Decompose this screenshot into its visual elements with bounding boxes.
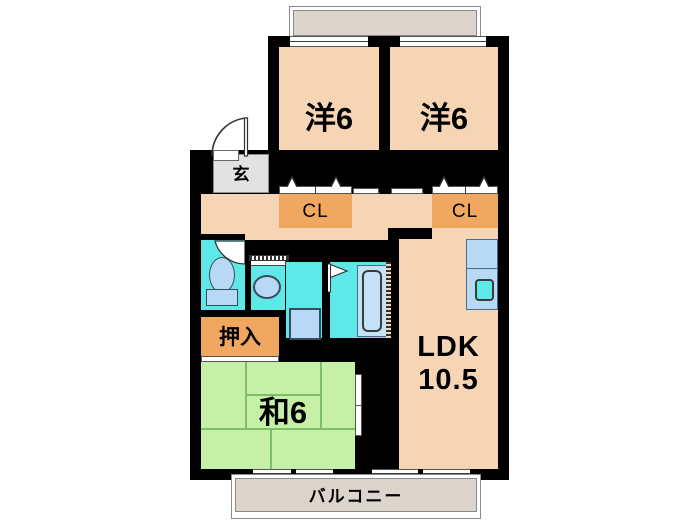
entrance-threshold [213,150,239,161]
wet-zone-wall-mid [279,310,286,356]
toilet-door-icon [214,240,246,265]
washing-machine-icon [289,308,321,340]
window-right-mullion [400,41,486,42]
oshiire-sliding-door [201,356,279,362]
hallway-vertical [201,194,269,240]
bathroom-door-icon [327,263,349,293]
kitchen-backsplash-icon [249,255,289,261]
wet-zone-wall-vertical [322,262,328,356]
japanese-room-label: 和6 [258,394,308,430]
bathtub-inner-icon [362,270,382,332]
closet-left [279,194,352,228]
closet-right-label: CL [451,200,479,222]
closet-right-door-mullion [465,186,466,194]
tatami-seam-2 [245,362,247,429]
closet-right [432,194,498,228]
bedroom-right-door-leaf [391,188,423,194]
bedroom-left-door-leaf [353,188,379,194]
wet-zone-wall-bottom [279,350,392,357]
tatami-seam-3 [245,394,321,396]
entrance-door-icon [211,117,249,157]
balcony [235,478,477,512]
balcony-label: バルコニー [308,486,404,506]
tatami-seam-5 [270,428,272,469]
genkan-label: 玄 [232,164,250,184]
window-left-mullion [290,41,368,42]
kitchen-counter-divider [466,268,498,269]
tatami-seam-1 [201,428,355,430]
wet-zone-wall-top [201,234,245,240]
bath-wall-texture-icon [386,262,391,338]
oshiire-label: 押入 [219,325,261,349]
closet-left-door-mullion [315,186,316,194]
toilet-tank-icon [206,289,238,306]
wet-zone-wall-right-toilet [245,240,251,310]
japanese-room [201,362,355,469]
tatami-seam-4 [320,362,322,429]
wet-zone-wall-under-basin [201,310,285,317]
washbasin-bowl-icon [253,275,281,299]
oshiire [201,317,279,356]
upper-balcony [293,10,477,36]
closet-left-folding-door-icon [286,175,342,188]
western-room-left-label: 洋6 [304,100,354,136]
western-room-right-label: 洋6 [419,100,469,136]
closet-left-label: CL [302,200,329,222]
closet-right-folding-door-icon [438,175,490,188]
ldk-wall-left [388,228,399,340]
ldk-label-line2: 10.5 [418,363,479,396]
kitchen-sink-icon [475,279,494,301]
ldk-wall-upper [388,228,432,239]
tatami-ldk-sliding-door-mullion [355,405,362,406]
ldk-label-line1: LDK [417,330,480,363]
